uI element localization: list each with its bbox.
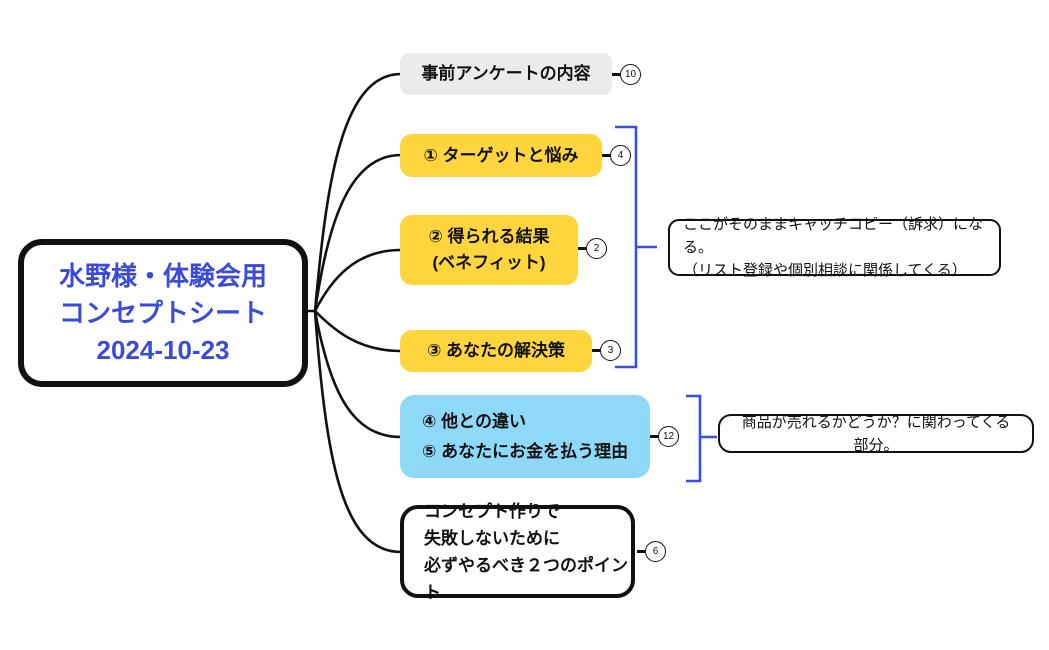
badge-number: 12 xyxy=(658,426,679,447)
connector-difference xyxy=(313,309,403,439)
connector-benefit xyxy=(313,248,403,313)
badge-survey[interactable]: 10 xyxy=(612,64,641,85)
node-label: 失敗しないために xyxy=(424,528,560,548)
note-line: （リスト登録や個別相談に関係してくる） xyxy=(683,262,967,279)
badge-dash xyxy=(637,550,645,553)
badge-solution[interactable]: 3 xyxy=(592,340,621,361)
connector-target xyxy=(313,153,403,313)
node-difference[interactable]: ④ 他との違い ⑤ あなたにお金を払う理由 xyxy=(400,395,650,478)
note-line: ここがそのままキャッチコピー（訴求）になる。 xyxy=(683,216,984,256)
badge-dash xyxy=(578,247,586,250)
node-label: 必ずやるべき２つのポイント xyxy=(424,555,628,602)
root-title-line: 水野様・体験会用 xyxy=(58,260,267,291)
connector-survey xyxy=(313,72,403,313)
badge-points[interactable]: 6 xyxy=(637,541,666,562)
root-node[interactable]: 水野様・体験会用 コンセプトシート 2024-10-23 xyxy=(18,239,308,387)
node-label: ③ あなたの解決策 xyxy=(426,341,566,360)
badge-benefit[interactable]: 2 xyxy=(578,238,607,259)
node-points[interactable]: コンセプト作りで 失敗しないために 必ずやるべき２つのポイント xyxy=(400,502,635,602)
summary-bracket-catchcopy[interactable] xyxy=(615,125,657,369)
node-label: (ベネフィット) xyxy=(432,253,546,272)
node-target[interactable]: ① ターゲットと悩み xyxy=(400,134,602,177)
badge-number: 2 xyxy=(586,238,607,259)
summary-bracket-sales[interactable] xyxy=(686,394,717,483)
badge-number: 6 xyxy=(645,541,666,562)
node-benefit[interactable]: ② 得られる結果 (ベネフィット) xyxy=(400,215,578,285)
badge-number: 4 xyxy=(610,145,631,166)
note-sales[interactable]: 商品が売れるかどうか？に関わってくる部分。 xyxy=(718,414,1034,454)
badge-dash xyxy=(592,349,600,352)
connector-solution xyxy=(313,309,403,353)
badge-number: 3 xyxy=(600,340,621,361)
note-catchcopy[interactable]: ここがそのままキャッチコピー（訴求）になる。 （リスト登録や個別相談に関係してく… xyxy=(668,216,1001,279)
note-line: 商品が売れるかどうか？に関わってくる部分。 xyxy=(741,413,1011,454)
node-label: 事前アンケートの内容 xyxy=(421,64,591,83)
badge-difference[interactable]: 12 xyxy=(650,426,679,447)
node-label: ⑤ あなたにお金を払う理由 xyxy=(422,441,629,461)
root-date-line: 2024-10-23 xyxy=(96,334,230,365)
node-label: ② 得られる結果 xyxy=(428,227,550,246)
root-title-line: コンセプトシート xyxy=(58,297,267,328)
badge-dash xyxy=(602,154,610,157)
node-solution[interactable]: ③ あなたの解決策 xyxy=(400,330,592,372)
node-label: ① ターゲットと悩み xyxy=(423,145,579,165)
badge-number: 10 xyxy=(620,64,641,85)
badge-target[interactable]: 4 xyxy=(602,145,631,166)
node-survey[interactable]: 事前アンケートの内容 xyxy=(400,53,612,95)
node-label: コンセプト作りで xyxy=(424,501,560,521)
badge-dash xyxy=(612,73,620,76)
connector-points xyxy=(313,309,403,554)
node-label: ④ 他との違い xyxy=(422,411,526,431)
badge-dash xyxy=(650,435,658,438)
